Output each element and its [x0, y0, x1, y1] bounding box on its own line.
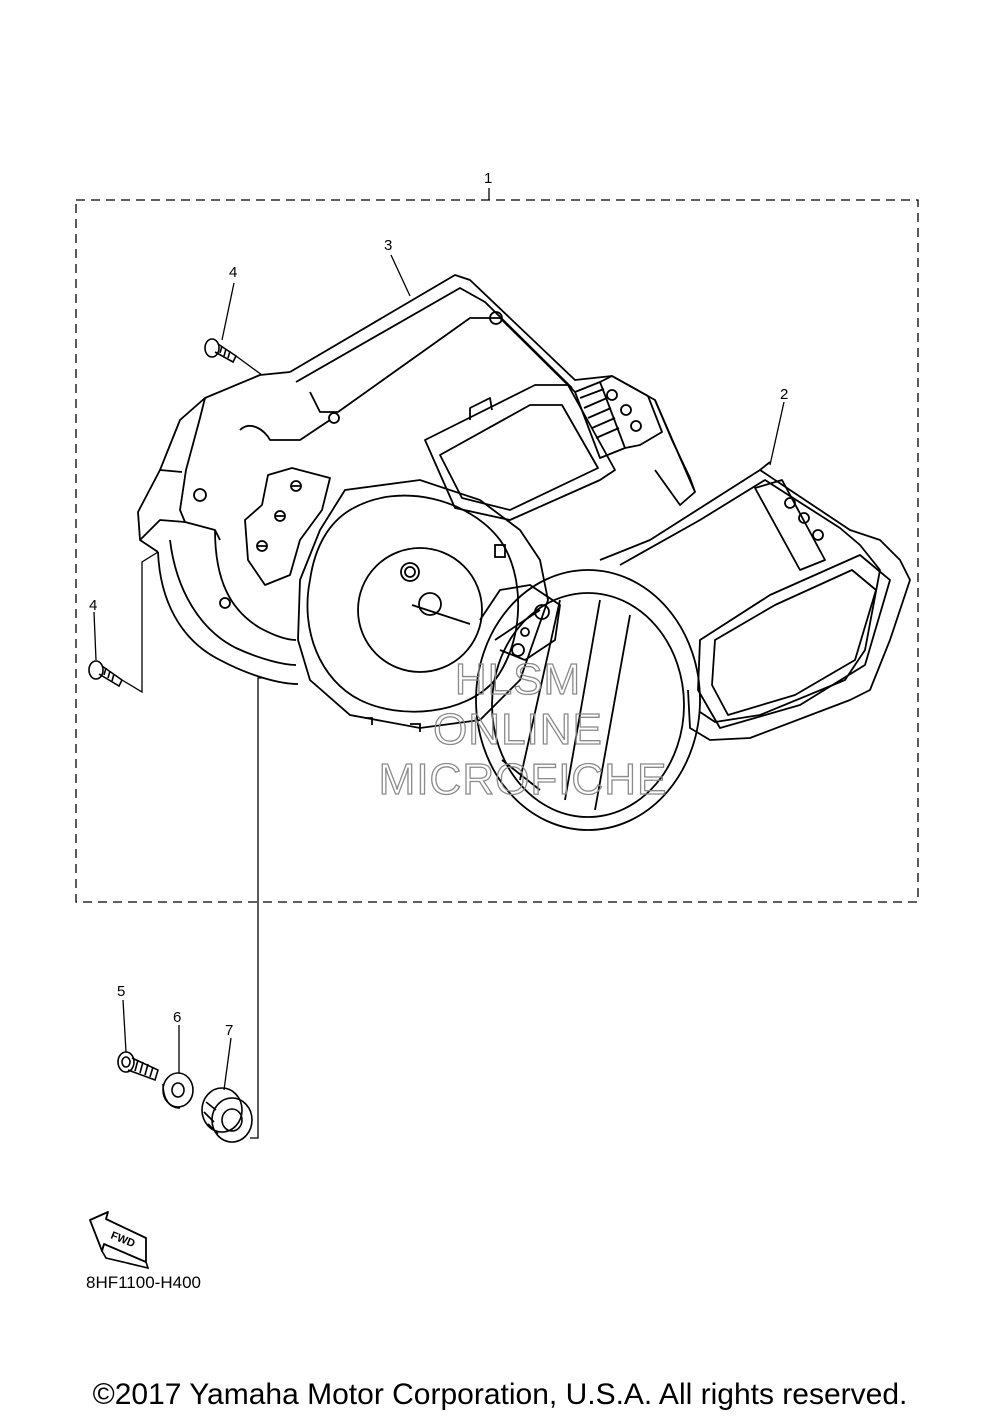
callout-3: 3	[384, 237, 392, 254]
washer-part-6	[162, 1072, 194, 1109]
watermark-line-2: ONLINE	[433, 705, 603, 754]
callout-7: 7	[225, 1022, 233, 1039]
callout-4-lower: 4	[89, 597, 97, 614]
watermark-line-3: MICROFICHE	[379, 755, 668, 804]
screw-part-4-upper	[204, 338, 238, 364]
callout-5: 5	[117, 983, 125, 1000]
meter-housing-part-3	[137, 274, 696, 685]
leader-lines	[93, 188, 785, 1139]
gauge-face	[297, 479, 549, 732]
screw-part-4-lower	[88, 660, 124, 688]
watermark-line-1: HLSM	[455, 655, 581, 704]
callout-6: 6	[173, 1009, 181, 1026]
copyright-notice: ©2017 Yamaha Motor Corporation, U.S.A. A…	[92, 1378, 908, 1411]
callout-4-upper: 4	[229, 264, 237, 281]
assembly-boundary	[75, 199, 919, 903]
callout-1: 1	[484, 170, 492, 187]
meter-cover-part-2	[475, 461, 911, 831]
callout-2: 2	[780, 386, 788, 403]
forward-arrow-icon: FWD	[89, 1211, 150, 1270]
grommet-part-7	[201, 1087, 253, 1143]
drawing-code: 8HF1100-H400	[86, 1273, 201, 1292]
screw-part-5	[117, 1051, 159, 1082]
